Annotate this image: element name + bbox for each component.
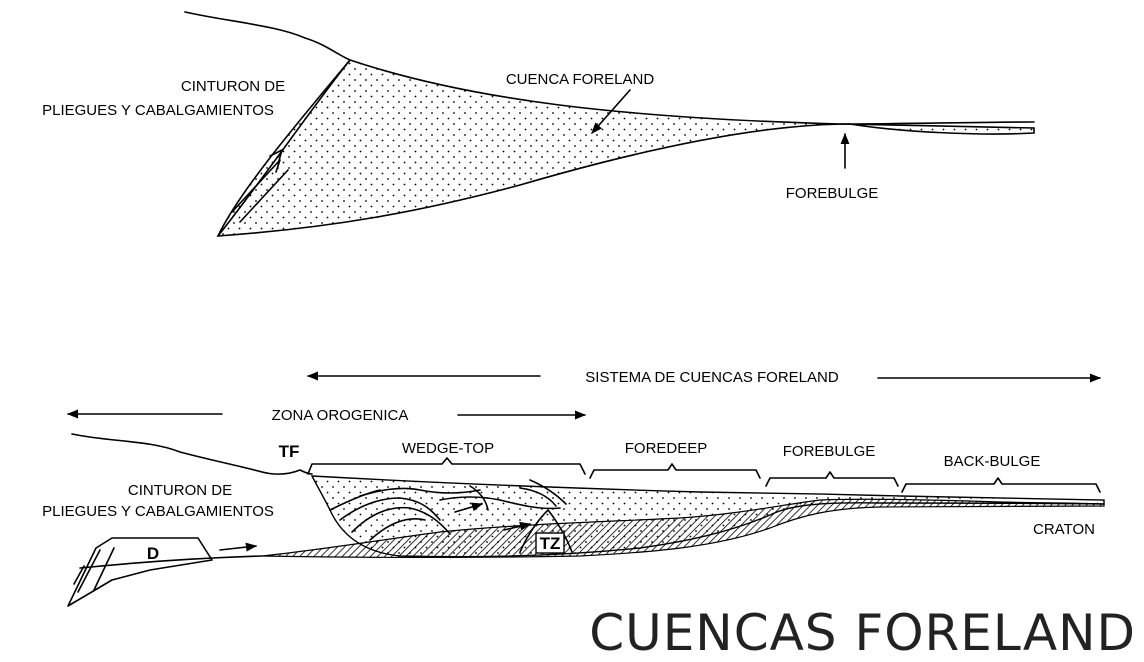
thrust-belt-label-bottom-line1: CINTURON DE xyxy=(128,482,232,499)
forebulge-label: FOREBULGE xyxy=(786,185,879,202)
thrust-belt-label-line1: CINTURON DE xyxy=(181,78,285,95)
page-title: CUENCAS FORELAND xyxy=(589,604,1136,662)
zone-label-foredeep: FOREDEEP xyxy=(625,440,708,457)
forebulge-bracket xyxy=(766,472,898,486)
thrust-belt-label-bottom-line2: PLIEGUES Y CABALGAMIENTOS xyxy=(42,503,274,520)
thrust-front-label: TF xyxy=(279,442,300,461)
duplex-faults xyxy=(74,548,114,592)
basin-label: CUENCA FORELAND xyxy=(506,71,655,88)
craton-label: CRATON xyxy=(1033,521,1095,538)
triangle-zone-label: TZ xyxy=(540,534,561,553)
foredeep-bracket xyxy=(590,464,760,478)
duplex-structure xyxy=(68,538,212,606)
foreland-surface xyxy=(840,122,1034,124)
duplex-label: D xyxy=(147,544,159,563)
wedge-top-bracket xyxy=(308,458,585,474)
zone-label-forebulge: FOREBULGE xyxy=(783,443,876,460)
duplex-transport-arrow-icon xyxy=(220,546,256,550)
bottom-cross-section: SISTEMA DE CUENCAS FORELAND ZONA OROGENI… xyxy=(42,369,1104,606)
thrust-belt-topography xyxy=(185,12,350,60)
system-label: SISTEMA DE CUENCAS FORELAND xyxy=(585,369,839,386)
thrust-belt-label-line2: PLIEGUES Y CABALGAMIENTOS xyxy=(42,102,274,119)
orogen-topography xyxy=(72,434,312,474)
zone-label-back-bulge: BACK-BULGE xyxy=(944,453,1041,470)
zone-label-wedge-top: WEDGE-TOP xyxy=(402,440,494,457)
back-bulge-bracket xyxy=(902,478,1100,492)
orogenic-zone-label: ZONA OROGENICA xyxy=(272,407,409,424)
top-cross-section: CINTURON DE PLIEGUES Y CABALGAMIENTOS CU… xyxy=(42,12,1034,236)
